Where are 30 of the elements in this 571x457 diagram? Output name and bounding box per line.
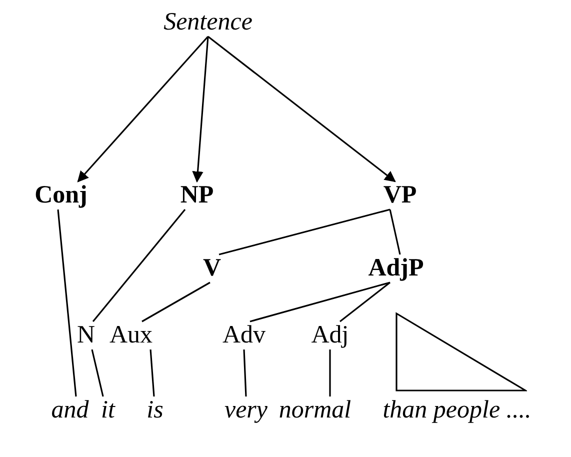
sentence-word: and: [51, 396, 89, 424]
sentence-word: very: [224, 396, 268, 424]
tree-branch-line: [57, 209, 77, 397]
tree-branch-line: [150, 349, 155, 397]
category-label: V: [202, 254, 222, 282]
tree-branch-line: [92, 209, 186, 322]
sentence-word: is: [146, 396, 164, 424]
category-label: N: [76, 322, 96, 348]
tree-branch-line: [243, 349, 247, 397]
category-label: Conj: [34, 182, 88, 208]
root-label: Sentence: [164, 8, 252, 36]
sentence-word: it: [101, 396, 115, 424]
category-label: Aux: [109, 322, 153, 348]
category-label: Adj: [311, 322, 349, 348]
arrow: [208, 36, 396, 182]
tree-branch-line: [389, 209, 401, 255]
category-label: Adv: [222, 322, 266, 348]
tree-branch-line: [340, 282, 390, 322]
arrow: [77, 36, 209, 182]
sentence-word: normal: [278, 396, 352, 424]
tree-branch-line: [91, 349, 104, 397]
tree-branch-line: [218, 208, 390, 256]
category-label: VP: [383, 182, 417, 208]
tree-branch-line: [142, 282, 210, 322]
category-label: AdjP: [368, 254, 424, 282]
tree-branch-line: [250, 282, 390, 322]
tree-branch-line: [329, 350, 331, 396]
arrow: [192, 36, 209, 183]
sentence-word: than people ....: [382, 396, 532, 424]
category-label: NP: [180, 182, 214, 208]
